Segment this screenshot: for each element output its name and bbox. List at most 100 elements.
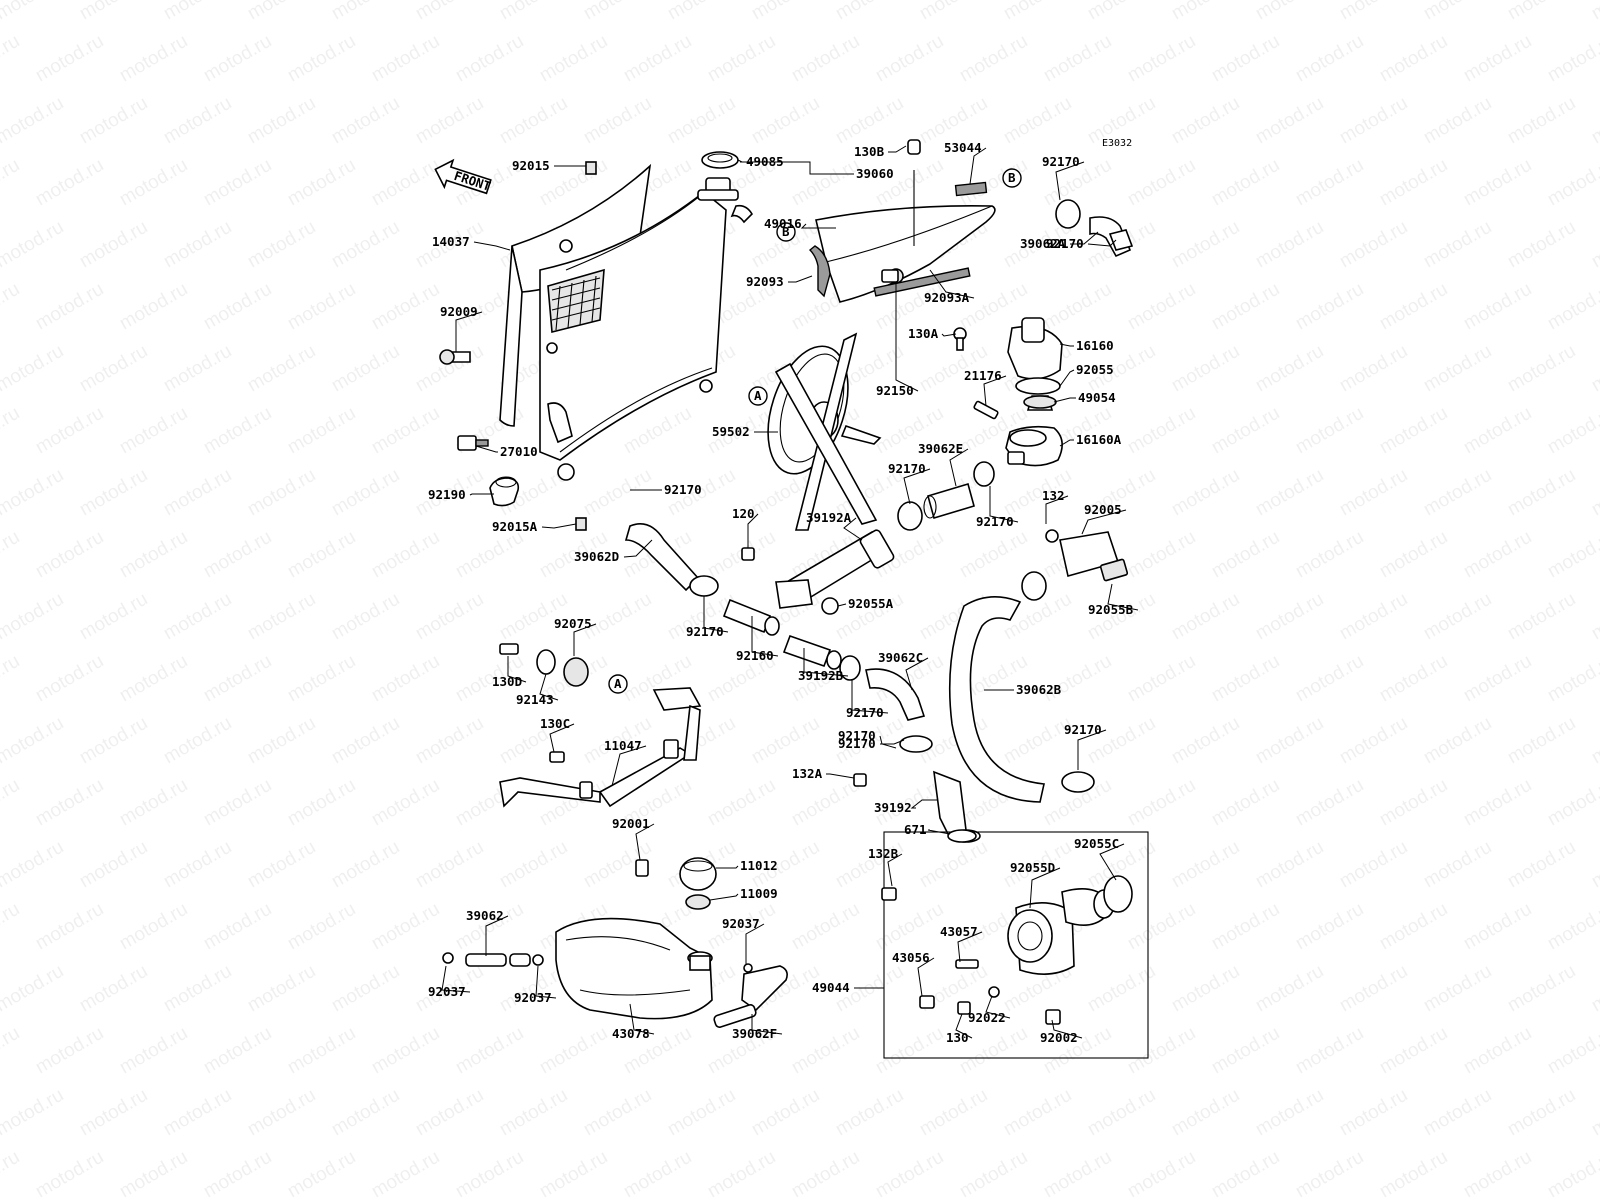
part-label-14037[interactable]: 14037 xyxy=(432,234,470,249)
watermark-text: motod.ru xyxy=(116,1023,191,1079)
part-label-39192[interactable]: 39192 xyxy=(874,800,912,815)
watermark-text: motod.ru xyxy=(1124,651,1199,707)
watermark-text: motod.ru xyxy=(328,93,403,149)
svg-text:A: A xyxy=(754,388,762,403)
part-label-92001[interactable]: 92001 xyxy=(612,816,650,831)
watermark-text: motod.ru xyxy=(788,1147,863,1200)
part-label-92170[interactable]: 92170 xyxy=(1042,154,1080,169)
part-label-130b[interactable]: 130B xyxy=(854,144,885,159)
part-label-92093a[interactable]: 92093A xyxy=(924,290,970,305)
part-label-49085[interactable]: 49085 xyxy=(746,154,784,169)
part-label-92170[interactable]: 92170 xyxy=(976,514,1014,529)
watermark-text: motod.ru xyxy=(1124,1023,1199,1079)
part-label-59502[interactable]: 59502 xyxy=(712,424,750,439)
watermark-text: motod.ru xyxy=(1504,713,1579,769)
part-label-92170[interactable]: 92170 xyxy=(838,736,876,751)
watermark-text: motod.ru xyxy=(1420,93,1495,149)
part-label-43057[interactable]: 43057 xyxy=(940,924,978,939)
part-label-92055c[interactable]: 92055C xyxy=(1074,836,1119,851)
part-label-92022[interactable]: 92022 xyxy=(968,1010,1006,1025)
part-label-39062a[interactable]: 39062A xyxy=(1020,236,1066,251)
part-label-92055b[interactable]: 92055B xyxy=(1088,602,1134,617)
part-label-16160a[interactable]: 16160A xyxy=(1076,432,1122,447)
part-label-92015[interactable]: 92015 xyxy=(512,158,550,173)
part-label-49054[interactable]: 49054 xyxy=(1078,390,1116,405)
part-label-92002[interactable]: 92002 xyxy=(1040,1030,1078,1045)
part-label-130c[interactable]: 130C xyxy=(540,716,570,731)
part-label-11012[interactable]: 11012 xyxy=(740,858,778,873)
part-label-92005[interactable]: 92005 xyxy=(1084,502,1122,517)
part-label-132a[interactable]: 132A xyxy=(792,766,823,781)
part-label-53044[interactable]: 53044 xyxy=(944,140,982,155)
part-label-92093[interactable]: 92093 xyxy=(746,274,784,289)
part-label-132[interactable]: 132 xyxy=(1042,488,1065,503)
watermark-text: motod.ru xyxy=(412,341,487,397)
part-label-39062e[interactable]: 39062E xyxy=(918,441,963,456)
leader-line xyxy=(983,375,1007,407)
part-label-39062[interactable]: 39062 xyxy=(466,908,504,923)
part-label-92150[interactable]: 92150 xyxy=(876,383,914,398)
part-label-132b[interactable]: 132B xyxy=(868,846,899,861)
part-label-39192b[interactable]: 39192B xyxy=(798,668,844,683)
part-label-39062f[interactable]: 39062F xyxy=(732,1026,777,1041)
part-label-92170[interactable]: 92170 xyxy=(1046,236,1084,251)
part-label-120[interactable]: 120 xyxy=(732,506,755,521)
part-label-130a[interactable]: 130A xyxy=(908,326,939,341)
part-label-49016[interactable]: 49016 xyxy=(764,216,802,231)
part-label-671[interactable]: 671 xyxy=(904,822,927,837)
part-label-92055d[interactable]: 92055D xyxy=(1010,860,1055,875)
part-label-92015a[interactable]: 92015A xyxy=(492,519,538,534)
part-label-39062d[interactable]: 39062D xyxy=(574,549,619,564)
part-label-92170[interactable]: 92170 xyxy=(838,728,876,743)
watermark-text: motod.ru xyxy=(160,589,235,645)
leader-line xyxy=(1099,843,1125,881)
part-label-43078[interactable]: 43078 xyxy=(612,1026,650,1041)
part-label-39062b[interactable]: 39062B xyxy=(1016,682,1062,697)
part-label-92170[interactable]: 92170 xyxy=(664,482,702,497)
part-label-39062c[interactable]: 39062C xyxy=(878,650,923,665)
part-label-92190[interactable]: 92190 xyxy=(428,487,466,502)
watermark-text: motod.ru xyxy=(284,31,359,87)
part-label-39192a[interactable]: 39192A xyxy=(806,510,852,525)
part-label-92037[interactable]: 92037 xyxy=(722,916,760,931)
part-label-92143[interactable]: 92143 xyxy=(516,692,554,707)
part-label-43056[interactable]: 43056 xyxy=(892,950,930,965)
part-label-11009[interactable]: 11009 xyxy=(740,886,778,901)
part-label-92037[interactable]: 92037 xyxy=(428,984,466,999)
part-label-92170[interactable]: 92170 xyxy=(846,705,884,720)
part-label-92009[interactable]: 92009 xyxy=(440,304,478,319)
leader-line xyxy=(549,723,575,753)
leader-line xyxy=(927,829,951,835)
part-label-92170[interactable]: 92170 xyxy=(1064,722,1102,737)
part-label-92170[interactable]: 92170 xyxy=(686,624,724,639)
part-label-92037[interactable]: 92037 xyxy=(514,990,552,1005)
leader-line xyxy=(573,623,597,656)
watermark-text: motod.ru xyxy=(664,0,739,24)
part-label-130[interactable]: 130 xyxy=(946,1030,969,1045)
watermark-text: motod.ru xyxy=(368,651,443,707)
part-label-49044[interactable]: 49044 xyxy=(812,980,850,995)
part-label-11047[interactable]: 11047 xyxy=(604,738,642,753)
part-label-130d[interactable]: 130D xyxy=(492,674,522,689)
watermark-text: motod.ru xyxy=(1376,403,1451,459)
part-label-27010[interactable]: 27010 xyxy=(500,444,538,459)
watermark-text: motod.ru xyxy=(200,31,275,87)
watermark-text: motod.ru xyxy=(1420,713,1495,769)
watermark-text: motod.ru xyxy=(788,775,863,831)
watermark-text: motod.ru xyxy=(200,1147,275,1200)
watermark-text: motod.ru xyxy=(116,651,191,707)
leader-line xyxy=(1081,509,1127,535)
watermark-text: motod.ru xyxy=(1420,217,1495,273)
part-label-92055[interactable]: 92055 xyxy=(1076,362,1114,377)
part-label-39060[interactable]: 39060 xyxy=(856,166,894,181)
watermark-text: motod.ru xyxy=(412,589,487,645)
watermark-text: motod.ru xyxy=(32,1023,107,1079)
watermark-text: motod.ru xyxy=(1252,1085,1327,1141)
part-label-92170[interactable]: 92170 xyxy=(888,461,926,476)
part-label-92075[interactable]: 92075 xyxy=(554,616,592,631)
part-label-92160[interactable]: 92160 xyxy=(736,648,774,663)
part-label-92055a[interactable]: 92055A xyxy=(848,596,894,611)
part-label-16160[interactable]: 16160 xyxy=(1076,338,1114,353)
part-label-21176[interactable]: 21176 xyxy=(964,368,1002,383)
